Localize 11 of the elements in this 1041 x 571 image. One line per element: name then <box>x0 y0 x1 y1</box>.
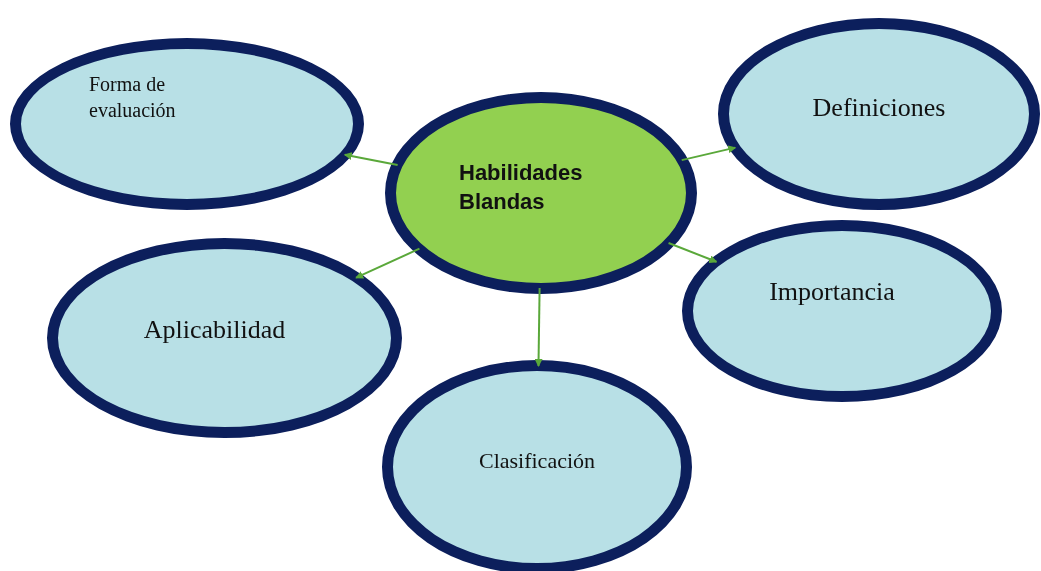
topic-label: Forma de evaluación <box>89 72 177 123</box>
arrow <box>534 287 543 367</box>
arrow <box>343 152 399 167</box>
topic-label: Definiciones <box>812 92 946 124</box>
arrow <box>680 145 737 162</box>
arrow <box>667 242 718 263</box>
topic-label: Importancia <box>769 276 895 308</box>
topic-label: Clasificación <box>478 447 596 475</box>
arrow <box>355 247 421 279</box>
topic-label: Habilidades Blandas <box>459 159 584 216</box>
topic-label: Aplicabilidad <box>143 314 286 346</box>
